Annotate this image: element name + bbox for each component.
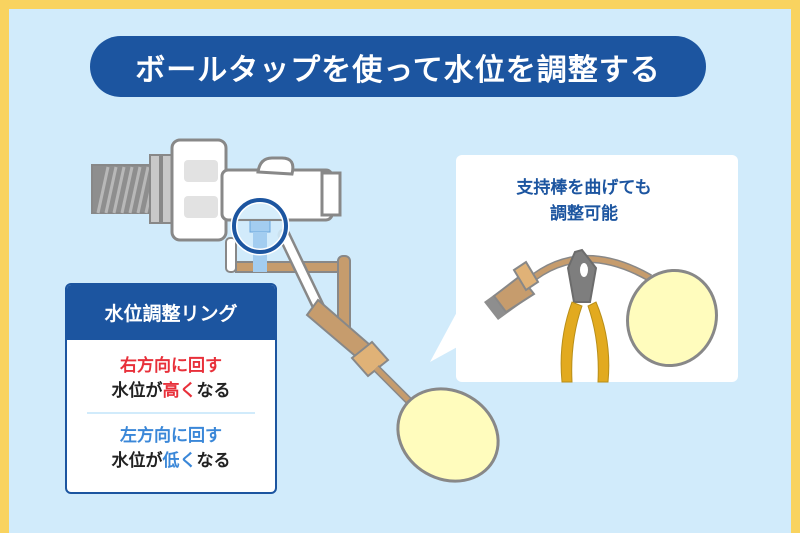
lower-emphasis: 低く	[162, 451, 197, 471]
section-divider	[87, 412, 255, 414]
page-title: ボールタップを使って水位を調整する	[135, 52, 661, 88]
adjustment-ring-panel: 水位調整リング 右方向に回す 水位が高くなる 左方向に回す 水位が低くなる	[65, 283, 277, 494]
pliers-bending-rod-icon	[484, 248, 718, 383]
turn-right-result: 水位が高くなる	[111, 381, 231, 401]
ball-tap-valve-icon	[91, 138, 500, 483]
turn-right-instruction: 右方向に回す	[120, 356, 222, 376]
panel-header: 水位調整リング	[67, 285, 275, 340]
callout-line-2: 調整可能	[550, 204, 618, 224]
turn-left-result: 水位が低くなる	[111, 451, 231, 471]
panel-heading: 水位調整リング	[104, 303, 238, 325]
turn-left-section: 左方向に回す 水位が低くなる	[67, 414, 275, 474]
callout-text: 支持棒を曲げても 調整可能	[456, 175, 712, 227]
turn-left-instruction: 左方向に回す	[120, 426, 222, 446]
page-title-banner: ボールタップを使って水位を調整する	[90, 36, 706, 97]
callout-line-1: 支持棒を曲げても	[516, 178, 652, 198]
higher-emphasis: 高く	[162, 381, 197, 401]
adjustment-ring-highlight	[230, 196, 290, 272]
turn-right-section: 右方向に回す 水位が高くなる	[67, 340, 275, 404]
